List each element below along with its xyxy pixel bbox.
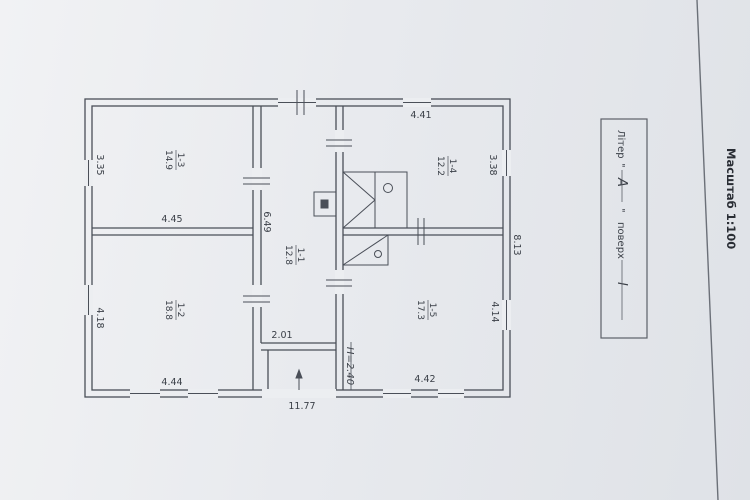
room-1-3-area: 14.9: [163, 150, 173, 170]
litera-stamp-frame: [600, 118, 648, 339]
chimney-block: [313, 191, 337, 217]
litera-prefix: Літер: [615, 130, 627, 159]
door-gap-room4: [335, 130, 344, 152]
stove: [313, 171, 408, 266]
litera-floor-value: I: [614, 282, 629, 286]
dim-porch-width: 2.01: [271, 330, 292, 341]
litera-close-quote: ": [615, 208, 626, 213]
opening-marker-ticks: [243, 90, 425, 303]
room-1-3-label: 1-3 14.9: [163, 150, 185, 170]
litera-letter: А: [614, 177, 629, 187]
stove-lower: [342, 234, 389, 266]
door-gap-room5: [335, 270, 344, 294]
litera-stamp: Літер " А " поверх I: [600, 118, 648, 339]
room-1-2-area: 18.8: [163, 300, 173, 320]
entrance-arrow-head: [295, 368, 303, 379]
dim-right-total: 8.13: [511, 234, 522, 255]
room-1-4-number: 1-4: [447, 159, 457, 174]
ceiling-height-label: H=2.40: [344, 347, 355, 385]
sheet-border-line: [696, 0, 719, 500]
door-gap-room3: [252, 168, 262, 190]
dim-corridor-length: 6.49: [261, 211, 272, 232]
dim-left-lower: 4.18: [94, 307, 105, 328]
stove-lower-diag: [342, 234, 389, 266]
room-1-1-number: 1-1: [295, 248, 305, 263]
entrance-arrow: [295, 368, 303, 390]
room-1-2-number: 1-2: [175, 303, 185, 318]
litera-open-quote: ": [615, 163, 626, 168]
room-1-5-number: 1-5: [427, 303, 437, 318]
dim-left-upper: 3.35: [94, 154, 105, 175]
room-1-4-area: 12.2: [435, 156, 445, 176]
room-1-5-label: 1-5 17.3: [415, 300, 437, 320]
dim-bottom-right: 4.42: [414, 374, 435, 385]
stove-upper-diag-1: [342, 171, 376, 201]
stove-upper-burner: [383, 183, 393, 193]
room-1-1-area-value: 12.8: [283, 245, 293, 265]
door-gap-entrance: [262, 389, 336, 398]
room-1-2-label: 1-2 18.8: [163, 300, 185, 320]
room-1-4-label: 1-4 12.2: [435, 156, 457, 176]
room-1-5-area: 17.3: [415, 300, 425, 320]
dim-top-right: 4.41: [410, 110, 431, 121]
dim-room4-right: 3.38: [487, 154, 498, 175]
scale-label: Масштаб 1:100: [724, 148, 738, 249]
window-glazing: [88, 102, 507, 394]
dim-room2-bottom: 4.44: [161, 377, 182, 388]
dim-room5-right: 4.14: [489, 301, 500, 322]
stove-lower-burner: [374, 250, 382, 258]
dim-total-width: 11.77: [288, 401, 315, 412]
room-1-1-label: 1-1 18.8 12.8: [283, 245, 305, 265]
chimney-flue: [320, 199, 329, 209]
litera-floor-word: поверх: [615, 222, 626, 259]
dim-room3-bottom: 4.45: [161, 214, 182, 225]
stove-upper-diag-2: [342, 199, 376, 229]
room-1-3-number: 1-3: [175, 153, 185, 168]
